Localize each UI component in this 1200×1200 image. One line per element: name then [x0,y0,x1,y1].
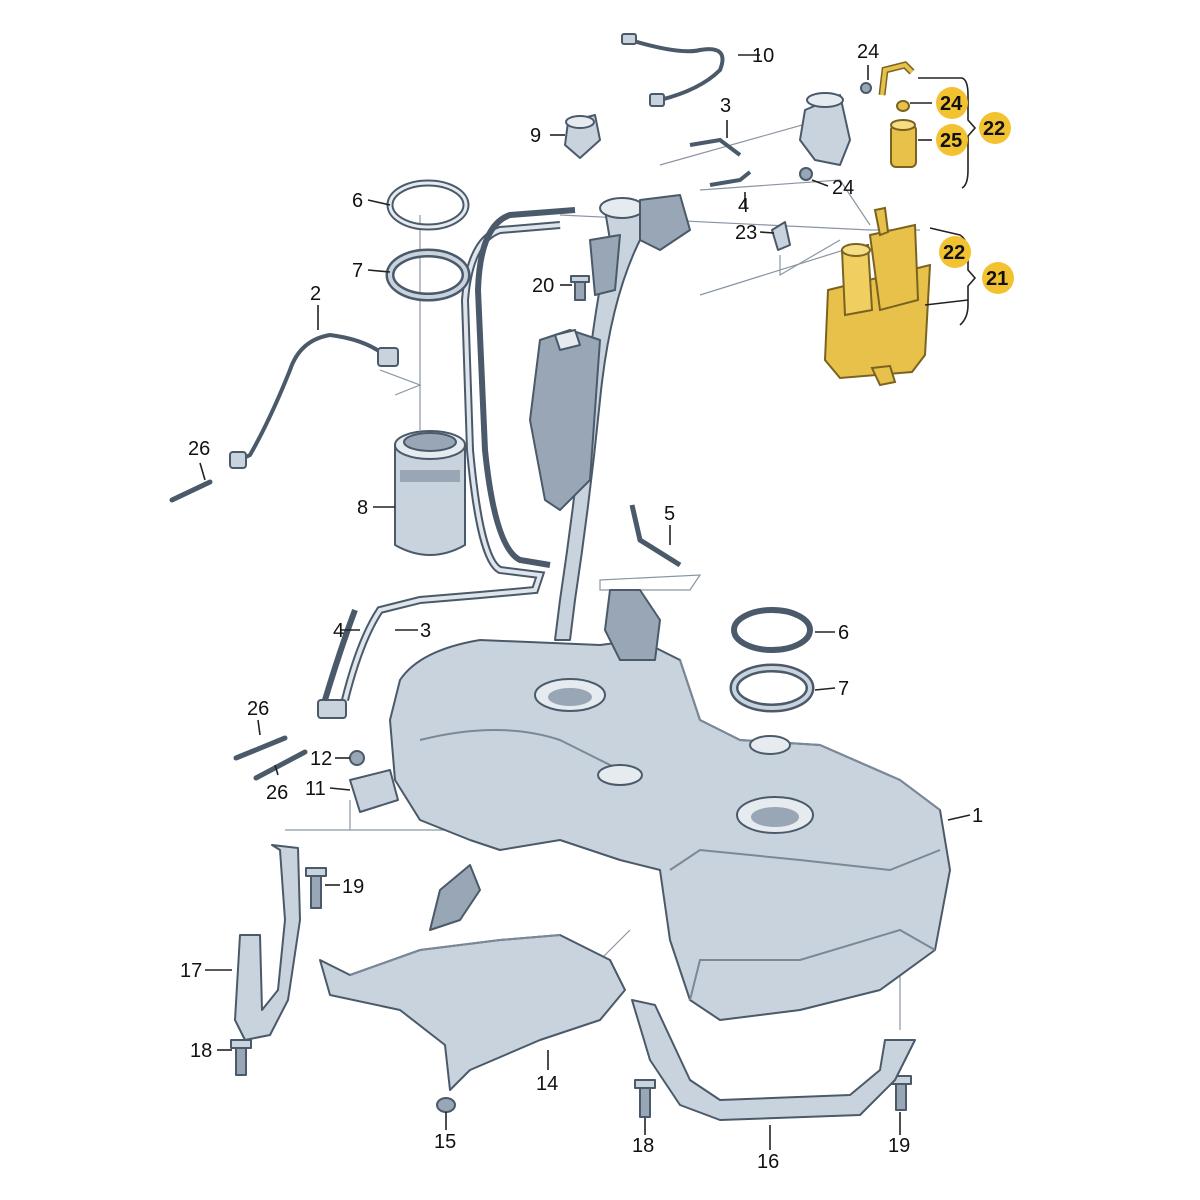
callout-22-highlight-label: 22 [983,118,1005,140]
part-5-pipe [629,504,682,568]
callout-25-highlight-label: 25 [940,130,962,152]
callout-16: 16 [757,1151,779,1173]
callout-26: 26 [247,698,269,720]
callout-labels: 1 2 3 3 4 4 5 6 6 7 7 8 9 10 11 12 14 15… [180,41,983,1173]
callout-24-highlight-label: 24 [940,93,963,115]
part-10-sensor-cable [621,33,725,107]
callout-21-highlight [982,262,1014,294]
part-3-4-pipes [317,207,576,719]
callout-14: 14 [536,1073,558,1095]
callout-25-highlight [936,124,968,156]
part-26-pins [169,479,308,781]
part-15-nut [436,1097,456,1113]
callout-26: 26 [266,782,288,804]
callout-10: 10 [752,45,774,67]
callout-12: 12 [310,748,332,770]
callout-4: 4 [333,620,344,642]
part-20-bolt [570,275,590,301]
callout-19: 19 [888,1135,910,1157]
callout-15: 15 [434,1131,456,1153]
part-6-7-rings-left [385,179,471,302]
callout-7: 7 [352,260,363,282]
highlighted-callouts: 24 25 22 22 21 [936,87,1014,294]
callout-22-highlight-lower-label: 22 [943,242,965,264]
callout-3: 3 [420,620,431,642]
part-24-vent-valve [799,82,872,181]
part-8-fuel-pump-module [394,430,466,556]
callout-22-highlight-lower [939,236,971,268]
part-9-filler-cap [564,114,601,159]
part-16-strap-bottom [631,999,916,1121]
bolts-18-19 [230,867,912,1118]
part-17-strap-left [234,844,301,1041]
callout-18: 18 [190,1040,212,1062]
part-23-clip [771,221,791,251]
group-22-brackets [918,77,977,326]
callout-4: 4 [738,195,749,217]
callout-1: 1 [972,805,983,827]
callout-26: 26 [188,438,210,460]
part-21-charcoal-canister [823,206,932,387]
callout-23: 23 [735,222,757,244]
callout-6: 6 [352,190,363,212]
callout-19: 19 [342,876,364,898]
part-14-heat-shield [319,864,626,1091]
callout-5: 5 [664,503,675,525]
parts-24-25-filter-highlight [878,61,917,168]
part-1-fuel-tank [389,589,951,1021]
part-11-12-bracket [349,750,399,813]
callout-7: 7 [838,678,849,700]
part-6-7-rings-right [729,607,815,713]
callout-2: 2 [310,283,321,305]
callout-22-highlight [979,112,1011,144]
callout-24-highlight [936,87,968,119]
leader-lines [199,54,971,1150]
callout-24: 24 [832,177,854,199]
callout-21-highlight-label: 21 [986,268,1008,290]
part-2-sensor-cable [229,332,399,469]
callout-17: 17 [180,960,202,982]
callout-8: 8 [357,497,368,519]
part-3-4-top-lines [689,137,752,187]
callout-11: 11 [305,778,326,800]
callout-9: 9 [530,125,541,147]
callout-3: 3 [720,95,731,117]
filler-bracket-housing [529,329,601,511]
callout-6: 6 [838,622,849,644]
callout-18: 18 [632,1135,654,1157]
callout-20: 20 [532,275,554,297]
callout-24: 24 [857,41,879,63]
